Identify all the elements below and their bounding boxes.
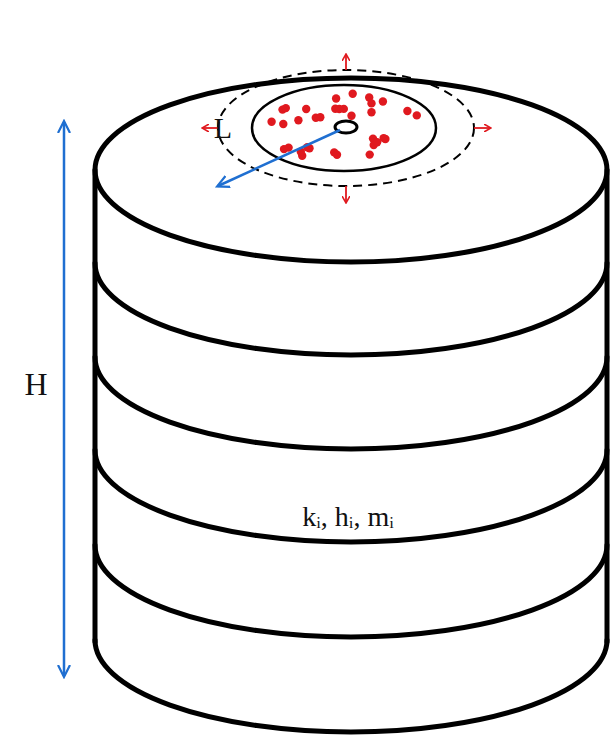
particle-dot bbox=[312, 114, 320, 122]
particle-dot bbox=[403, 107, 411, 115]
particle-dot bbox=[367, 99, 375, 107]
radius-arrow bbox=[218, 130, 340, 186]
particle-dot bbox=[335, 105, 343, 113]
layer-boundary bbox=[95, 357, 607, 449]
spread-arrow bbox=[474, 127, 490, 129]
particle-dot bbox=[373, 138, 381, 146]
top-face bbox=[95, 78, 607, 262]
layer-boundary bbox=[95, 450, 607, 542]
dashed-front bbox=[218, 70, 474, 186]
spread-arrow bbox=[345, 55, 347, 70]
particle-dot bbox=[267, 118, 275, 126]
layer-boundary bbox=[95, 263, 607, 355]
particle-dot bbox=[333, 151, 341, 159]
radius-label: L bbox=[214, 113, 232, 143]
particle-dot bbox=[279, 120, 287, 128]
side-wall bbox=[93, 170, 98, 642]
height-label: H bbox=[24, 368, 47, 400]
height-arrow bbox=[63, 122, 66, 676]
particle-dots bbox=[267, 90, 421, 160]
spread-arrow bbox=[345, 186, 347, 202]
layer-properties-label: kᵢ, hᵢ, mᵢ bbox=[302, 503, 394, 531]
particle-dot bbox=[282, 104, 290, 112]
particle-dot bbox=[347, 112, 355, 120]
bottom-edge bbox=[95, 640, 607, 732]
particle-dot bbox=[367, 108, 375, 116]
particle-dot bbox=[280, 145, 288, 153]
particle-dot bbox=[294, 116, 302, 124]
particle-dot bbox=[366, 150, 374, 158]
particle-dot bbox=[379, 97, 387, 105]
particle-dot bbox=[332, 94, 340, 102]
particle-dot bbox=[349, 90, 357, 98]
particle-dot bbox=[413, 111, 421, 119]
layer-boundary bbox=[95, 545, 607, 637]
particle-dot bbox=[302, 105, 310, 113]
side-wall bbox=[605, 170, 610, 642]
